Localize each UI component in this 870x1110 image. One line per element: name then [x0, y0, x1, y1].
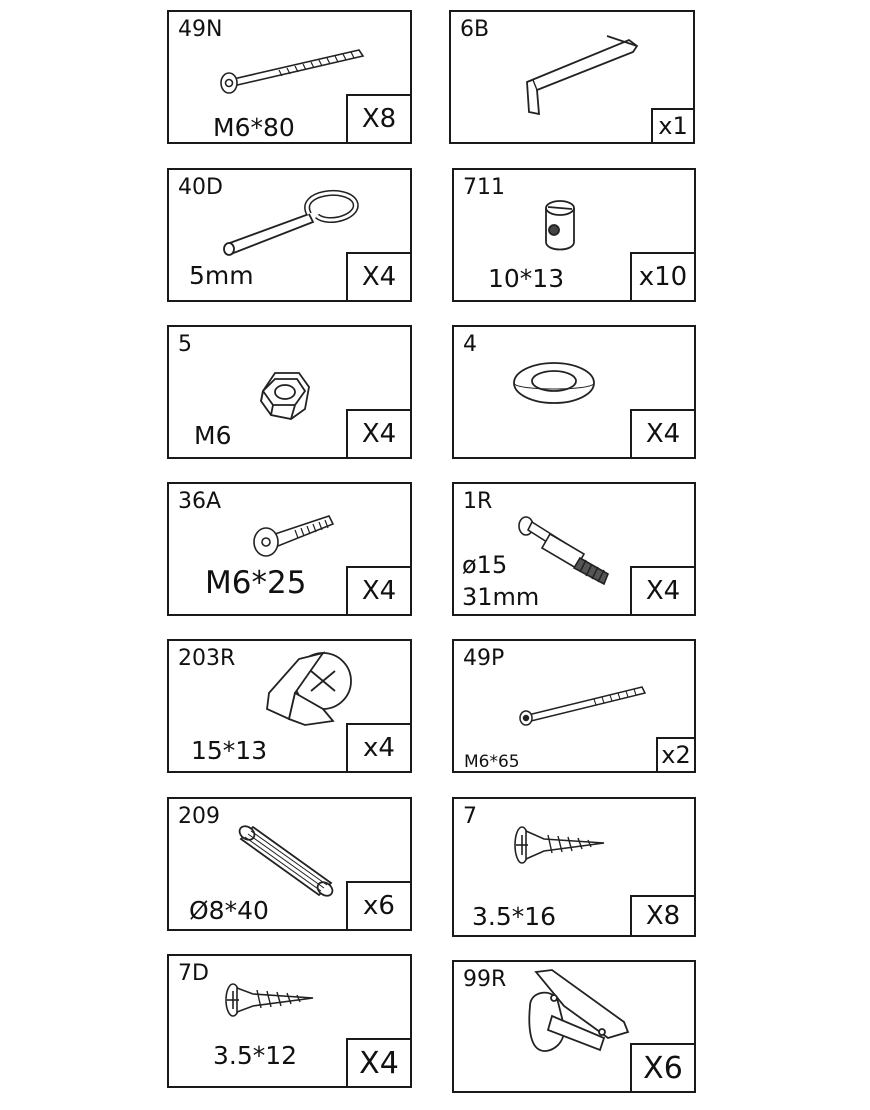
hex-nut-icon [255, 365, 315, 425]
part-card-711: 711 10*13 x10 [452, 168, 696, 302]
washer-icon [510, 357, 600, 407]
part-code: 1R [463, 489, 493, 514]
part-code: 49P [463, 646, 505, 671]
part-code: 209 [178, 804, 220, 829]
part-card-5: 5 M6 X4 [167, 325, 412, 459]
part-quantity: X4 [630, 409, 696, 459]
part-spec: 5mm [189, 261, 254, 290]
part-spec: 3.5*16 [472, 902, 557, 931]
part-quantity: X4 [346, 252, 412, 302]
part-code: 99R [463, 967, 507, 992]
part-code: 6B [460, 17, 490, 42]
part-code: 5 [178, 332, 192, 357]
part-quantity: X6 [630, 1043, 696, 1093]
part-card-203R: 203R 15*13 x4 [167, 639, 412, 773]
part-quantity: x1 [651, 108, 695, 144]
part-card-49P: 49P M6*65 x2 [452, 639, 696, 773]
part-quantity: X4 [346, 1038, 412, 1088]
part-code: 7 [463, 804, 477, 829]
part-spec: Ø8*40 [189, 896, 269, 925]
wooden-dowel-icon [235, 825, 345, 905]
wood-screw-icon [512, 821, 622, 871]
part-quantity: X8 [346, 94, 412, 144]
part-code: 203R [178, 646, 236, 671]
bracket-icon [524, 966, 634, 1066]
part-code: 7D [178, 961, 209, 986]
long-bolt-icon [209, 42, 379, 102]
part-quantity: x4 [346, 723, 412, 773]
part-card-7: 7 3.5*16 X8 [452, 797, 696, 937]
part-quantity: X4 [346, 566, 412, 616]
part-code: 40D [178, 175, 223, 200]
part-quantity: X8 [630, 895, 696, 937]
eye-hook-icon [217, 182, 367, 262]
part-card-99R: 99R X6 [452, 960, 696, 1093]
part-card-49N: 49N M6*80 X8 [167, 10, 412, 144]
part-code: 49N [178, 17, 223, 42]
part-spec: 3.5*12 [213, 1041, 298, 1070]
part-card-209: 209 Ø8*40 x6 [167, 797, 412, 931]
part-spec-diameter: ø15 [462, 551, 508, 579]
part-card-40D: 40D 5mm X4 [167, 168, 412, 302]
short-bolt-icon [249, 506, 339, 566]
part-card-36A: 36A M6*25 X4 [167, 482, 412, 616]
cam-lock-icon [259, 649, 359, 729]
cam-bolt-icon [514, 512, 624, 592]
part-card-6B: 6B x1 [449, 10, 695, 144]
part-quantity: x2 [656, 737, 696, 773]
part-spec: M6 [194, 421, 232, 450]
part-quantity: x6 [346, 881, 412, 931]
long-bolt-icon [514, 681, 654, 731]
part-card-4: 4 X4 [452, 325, 696, 459]
wood-screw-icon [223, 976, 323, 1026]
part-code: 711 [463, 175, 505, 200]
part-spec: M6*25 [205, 565, 307, 601]
part-spec-length: 31mm [462, 583, 540, 611]
part-card-1R: 1R ø15 31mm X4 [452, 482, 696, 616]
part-quantity: x10 [630, 252, 696, 302]
part-spec: M6*65 [464, 752, 520, 772]
part-code: 36A [178, 489, 222, 514]
part-card-7D: 7D 3.5*12 X4 [167, 954, 412, 1088]
part-quantity: X4 [346, 409, 412, 459]
part-spec: M6*80 [213, 113, 295, 142]
part-spec: 15*13 [191, 736, 268, 765]
part-code: 4 [463, 332, 477, 357]
barrel-nut-icon [540, 198, 580, 258]
part-spec: 10*13 [488, 264, 565, 293]
part-quantity: X4 [630, 566, 696, 616]
allen-key-icon [511, 30, 651, 125]
